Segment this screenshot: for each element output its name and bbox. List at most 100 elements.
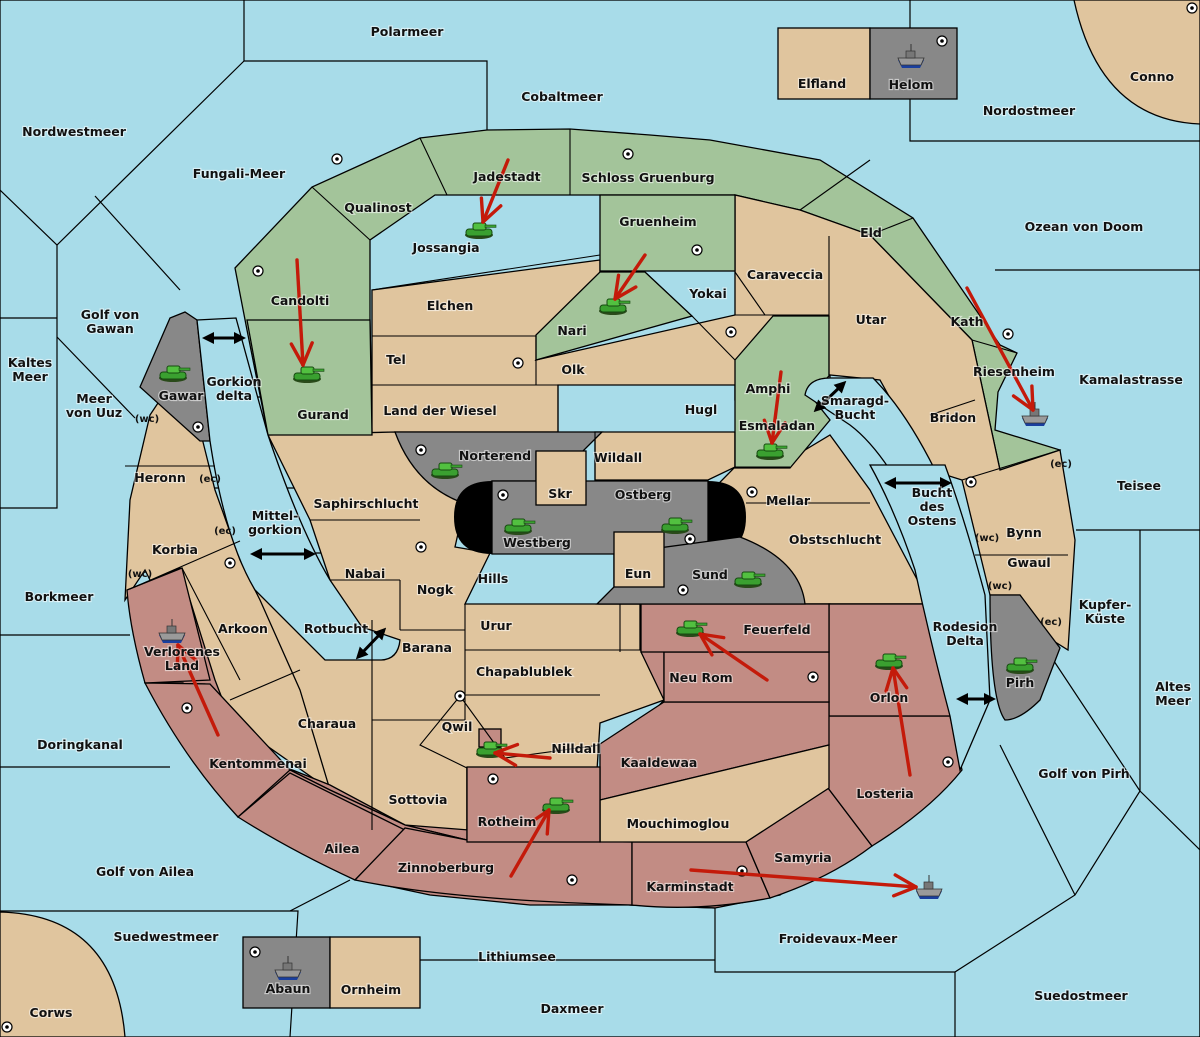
province-label-esmaladan[interactable]: Esmaladan: [738, 417, 817, 434]
province-label-zinnoberburg[interactable]: Zinnoberburg: [397, 859, 495, 876]
province-label-wildall[interactable]: Wildall: [593, 449, 644, 466]
province-label-qwil[interactable]: Qwil: [441, 718, 474, 735]
sea-label-froidevaux-meer[interactable]: Froidevaux-Meer: [778, 930, 900, 947]
province-label-neu-rom[interactable]: Neu Rom: [668, 669, 734, 686]
province-label-ailea[interactable]: Ailea: [323, 840, 360, 857]
province-label-hugl[interactable]: Hugl: [684, 401, 719, 418]
province-label-amphi[interactable]: Amphi: [744, 380, 791, 397]
sea-label-smaragd-bucht[interactable]: Smaragd-Bucht: [820, 392, 890, 423]
province-feuerfeld[interactable]: [640, 603, 830, 653]
sea-label-lithiumsee[interactable]: Lithiumsee: [477, 948, 557, 965]
province-label-bridon[interactable]: Bridon: [929, 409, 978, 426]
province-label-elchen[interactable]: Elchen: [426, 297, 475, 314]
sea-label-teisee[interactable]: Teisee: [1116, 477, 1162, 494]
province-label-helom[interactable]: Helom: [887, 76, 934, 93]
province-label-olk[interactable]: Olk: [560, 361, 586, 378]
province-label-nabai[interactable]: Nabai: [344, 565, 387, 582]
province-label-nogk[interactable]: Nogk: [416, 581, 455, 598]
sea-label-kamalastrasse[interactable]: Kamalastrasse: [1078, 371, 1184, 388]
sea-label-borkmeer[interactable]: Borkmeer: [24, 588, 96, 605]
province-nari[interactable]: [535, 271, 694, 361]
province-label-arkoon[interactable]: Arkoon: [217, 620, 269, 637]
province-label-korbia[interactable]: Korbia: [151, 541, 199, 558]
province-label-skr[interactable]: Skr: [547, 485, 574, 502]
province-label-corws[interactable]: Corws: [28, 1004, 73, 1021]
province-label-saphirschlucht[interactable]: Saphirschlucht: [312, 495, 419, 512]
province-label-nilldall[interactable]: Nilldall: [550, 740, 601, 757]
sea-label-suedostmeer[interactable]: Suedostmeer: [1033, 987, 1130, 1004]
province-label-jossangia[interactable]: Jossangia: [410, 239, 480, 256]
sea-label-doringkanal[interactable]: Doringkanal: [36, 736, 124, 753]
sea-label-ozean-von-doom[interactable]: Ozean von Doom: [1024, 218, 1145, 235]
province-label-tel[interactable]: Tel: [385, 351, 407, 368]
sea-label-daxmeer[interactable]: Daxmeer: [539, 1000, 605, 1017]
province-conno[interactable]: [1073, 0, 1200, 125]
province-label-abaun[interactable]: Abaun: [264, 980, 311, 997]
province-label-mellar[interactable]: Mellar: [765, 492, 812, 509]
province-label-qualinost[interactable]: Qualinost: [343, 199, 413, 216]
province-label-ostberg[interactable]: Ostberg: [614, 486, 673, 503]
province-label-candolti[interactable]: Candolti: [270, 292, 331, 309]
province-label-karminstadt[interactable]: Karminstadt: [645, 878, 734, 895]
province-label-jadestadt[interactable]: Jadestadt: [471, 168, 542, 185]
sea-label-kupfer-kueste[interactable]: Kupfer-Küste: [1078, 596, 1133, 627]
sea-label-suedwestmeer[interactable]: Suedwestmeer: [112, 928, 220, 945]
province-label-schloss-gruenburg[interactable]: Schloss Gruenburg: [580, 169, 715, 186]
province-label-elfland[interactable]: Elfland: [797, 75, 848, 92]
sea-label-polarmeer[interactable]: Polarmeer: [370, 23, 446, 40]
province-label-chapablublek[interactable]: Chapablublek: [475, 663, 574, 680]
province-label-kentommenai[interactable]: Kentommenai: [208, 755, 308, 772]
province-label-westberg[interactable]: Westberg: [502, 534, 572, 551]
province-label-kaaldewaa[interactable]: Kaaldewaa: [620, 754, 699, 771]
province-label-rotheim[interactable]: Rotheim: [476, 813, 537, 830]
province-label-losteria[interactable]: Losteria: [855, 785, 915, 802]
province-label-hills[interactable]: Hills: [477, 570, 510, 587]
province-label-charaua[interactable]: Charaua: [297, 715, 358, 732]
province-label-gurand[interactable]: Gurand: [296, 406, 350, 423]
province-label-bynn[interactable]: Bynn: [1005, 524, 1043, 541]
province-label-samyria[interactable]: Samyria: [773, 849, 833, 866]
province-neu-rom[interactable]: [663, 651, 830, 703]
province-label-eun[interactable]: Eun: [624, 565, 653, 582]
province-label-land-der-wiesel[interactable]: Land der Wiesel: [382, 402, 497, 419]
province-label-utar[interactable]: Utar: [855, 311, 889, 328]
province-label-heronn[interactable]: Heronn: [133, 469, 187, 486]
sea-label-nordostmeer[interactable]: Nordostmeer: [982, 102, 1077, 119]
sea-label-nordwestmeer[interactable]: Nordwestmeer: [21, 123, 128, 140]
province-label-orlon[interactable]: Orlon: [869, 689, 910, 706]
sea-label-golf-von-ailea[interactable]: Golf von Ailea: [95, 863, 195, 880]
sea-label-rotbucht[interactable]: Rotbucht: [303, 620, 370, 637]
province-label-gruenheim[interactable]: Gruenheim: [618, 213, 698, 230]
province-label-conno[interactable]: Conno: [1129, 68, 1176, 85]
province-skr[interactable]: [535, 450, 587, 506]
province-label-kath[interactable]: Kath: [949, 313, 984, 330]
province-label-gawar[interactable]: Gawar: [157, 387, 205, 404]
sea-gorkion[interactable]: [196, 317, 401, 661]
province-label-caraveccia[interactable]: Caraveccia: [746, 266, 825, 283]
province-label-yokai[interactable]: Yokai: [687, 285, 728, 302]
province-label-urur[interactable]: Urur: [479, 617, 513, 634]
province-label-norterend[interactable]: Norterend: [458, 447, 532, 464]
province-label-feuerfeld[interactable]: Feuerfeld: [742, 621, 811, 638]
province-label-mouchimoglou[interactable]: Mouchimoglou: [625, 815, 730, 832]
province-label-gwaul[interactable]: Gwaul: [1006, 554, 1052, 571]
sea-label-cobaltmeer[interactable]: Cobaltmeer: [520, 88, 605, 105]
province-label-sund[interactable]: Sund: [691, 566, 729, 583]
sea-label-golf-von-pirh[interactable]: Golf von Pirh: [1037, 765, 1131, 782]
province-label-eld[interactable]: Eld: [859, 224, 883, 241]
province-gruenheim[interactable]: [599, 194, 736, 272]
province-elfland[interactable]: [777, 27, 871, 100]
province-label-obstschlucht[interactable]: Obstschlucht: [788, 531, 882, 548]
province-eun[interactable]: [613, 531, 665, 588]
province-losteria[interactable]: [827, 715, 963, 847]
province-label-ornheim[interactable]: Ornheim: [340, 981, 403, 998]
